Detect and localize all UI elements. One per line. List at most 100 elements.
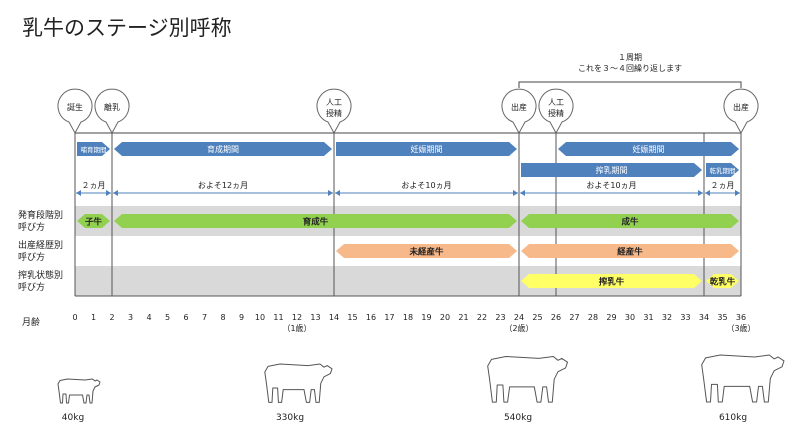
cycle-label: １周期: [618, 53, 642, 62]
period-label: 育成期間: [207, 144, 239, 154]
event-balloon: [501, 88, 537, 135]
axis-tick: 19: [421, 313, 431, 322]
axis-tick: 6: [183, 313, 188, 322]
period-label: 妊娠期間: [411, 144, 443, 154]
axis-tick: 20: [440, 313, 450, 322]
period-bar: [77, 142, 110, 156]
duration-arrowhead: [328, 190, 333, 196]
category-label: 搾乳牛: [599, 277, 625, 288]
event-label: 離乳: [104, 102, 120, 112]
axis-tick: 13: [310, 313, 320, 322]
duration-arrowhead: [698, 190, 703, 196]
cow-icon: [264, 363, 333, 403]
cycle-note: これを３～４回繰り返します: [578, 63, 682, 73]
event-label: 出産: [511, 102, 527, 112]
cow-icon: [487, 356, 568, 403]
axis-tick: 35: [717, 313, 727, 322]
event-balloon: [94, 88, 130, 135]
category-bar: [336, 244, 517, 258]
axis-tick: 8: [220, 313, 225, 322]
duration-arrowhead: [520, 190, 525, 196]
event-balloon: [538, 88, 574, 135]
row-title: 発育段階別: [18, 209, 63, 221]
period-label: 妊娠期間: [633, 144, 665, 154]
axis-tick: 31: [643, 313, 653, 322]
axis-sub-label: （1歳）: [282, 323, 311, 333]
axis-tick: 11: [273, 313, 283, 322]
axis-tick: 22: [477, 313, 487, 322]
duration-label: ２ヵ月: [711, 181, 735, 190]
event-label: 授精: [548, 108, 564, 118]
axis-tick: 29: [606, 313, 616, 322]
axis-tick: 28: [588, 313, 598, 322]
axis-sub-label: （3歳）: [726, 323, 755, 333]
axis-tick: 26: [551, 313, 561, 322]
axis-sub-label: （2歳）: [504, 323, 533, 333]
row-title: 呼び方: [18, 251, 45, 263]
axis-tick: 23: [495, 313, 505, 322]
period-bar: [336, 142, 517, 156]
axis-tick: 36: [736, 313, 746, 322]
row-title: 出産経歴別: [18, 239, 63, 251]
axis-tick: 33: [680, 313, 690, 322]
duration-arrowhead: [705, 190, 710, 196]
event-label: 誕生: [67, 102, 83, 112]
duration-arrowhead: [113, 190, 118, 196]
axis-tick: 1: [91, 313, 96, 322]
category-label: 乾乳牛: [710, 277, 736, 288]
event-label: 出産: [733, 102, 749, 112]
axis-tick: 7: [202, 313, 207, 322]
axis-tick: 2: [109, 313, 114, 322]
axis-tick: 18: [403, 313, 413, 322]
axis-tick: 34: [699, 313, 709, 322]
event-balloon: [57, 88, 93, 135]
period-bar: [558, 142, 739, 156]
event-label: 人工: [548, 98, 564, 107]
category-label: 経産牛: [617, 247, 643, 258]
axis-tick: 27: [569, 313, 579, 322]
axis-tick: 24: [514, 313, 524, 322]
period-label: 乾乳期間: [710, 166, 736, 175]
duration-arrowhead: [76, 190, 81, 196]
axis-tick: 21: [458, 313, 468, 322]
cow-weight: 540kg: [504, 413, 532, 423]
category-bar: [521, 274, 702, 288]
period-bar: [114, 142, 332, 156]
cow-weight: 330kg: [276, 413, 304, 423]
category-bar: [114, 214, 517, 228]
axis-tick: 3: [128, 313, 133, 322]
cow-icon: [701, 354, 785, 403]
cow-icon: [57, 378, 101, 404]
axis-tick: 0: [72, 313, 77, 322]
axis-tick: 4: [146, 313, 151, 322]
duration-label: およそ10ヵ月: [401, 181, 451, 190]
page-title: 乳牛のステージ別呼称: [22, 16, 232, 40]
event-balloon: [723, 88, 759, 135]
axis-label: 月齢: [22, 316, 40, 328]
duration-label: およそ10ヵ月: [586, 181, 636, 190]
category-bar: [77, 214, 110, 228]
axis-tick: 30: [625, 313, 635, 322]
axis-tick: 25: [532, 313, 542, 322]
category-label: 成牛: [621, 217, 639, 228]
period-label: 哺育期間: [81, 145, 107, 154]
category-bar: [706, 274, 739, 288]
axis-tick: 16: [366, 313, 376, 322]
axis-tick: 10: [255, 313, 265, 322]
axis-tick: 12: [292, 313, 302, 322]
duration-label: ２ヵ月: [82, 181, 106, 190]
axis-tick: 9: [239, 313, 244, 322]
duration-arrowhead: [335, 190, 340, 196]
category-label: 育成牛: [303, 217, 329, 228]
row-title: 搾乳状態別: [18, 269, 63, 281]
axis-tick: 15: [347, 313, 357, 322]
axis-tick: 14: [329, 313, 339, 322]
category-label: 子牛: [85, 217, 103, 228]
cycle-bracket: [518, 81, 742, 88]
period-bar: [521, 163, 702, 177]
category-bar: [521, 244, 739, 258]
row-title: 呼び方: [18, 221, 45, 233]
category-bar: [521, 214, 739, 228]
axis-tick: 5: [165, 313, 170, 322]
